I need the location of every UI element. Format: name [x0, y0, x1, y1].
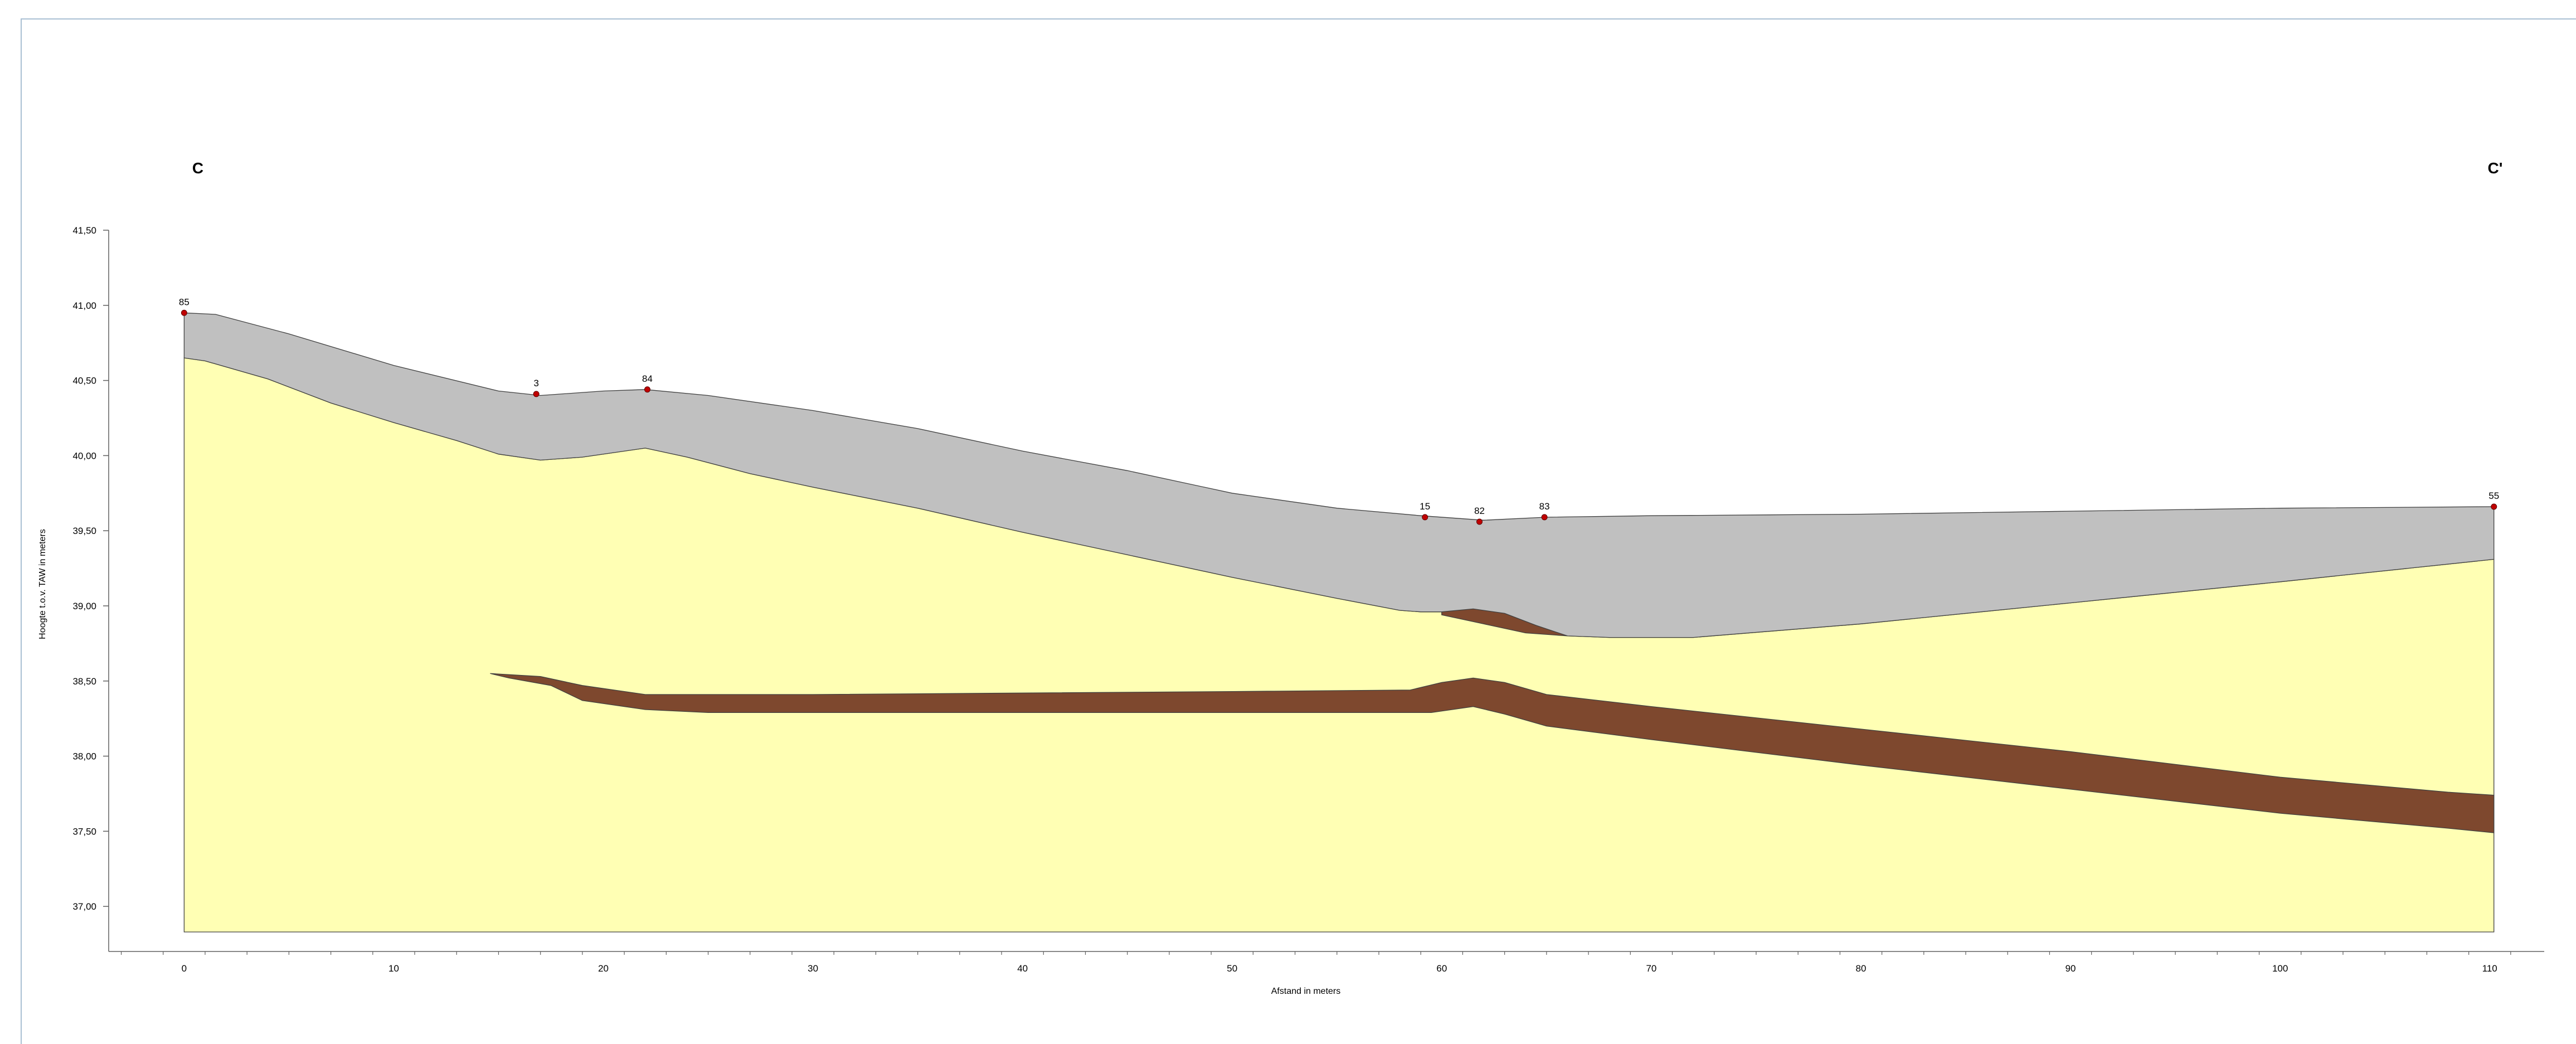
x-tick-label: 70 [1646, 963, 1656, 974]
layers-group [183, 312, 2495, 933]
borehole-label: 83 [1539, 501, 1550, 512]
x-tick-label: 10 [388, 963, 399, 974]
y-tick-label: 37,00 [72, 901, 96, 912]
y-ticks-group: 37,00 37,50 38,00 38,50 39,00 39,50 40,00 40,50… [72, 225, 109, 912]
borehole-marker [644, 386, 651, 393]
borehole-label: 84 [642, 373, 653, 384]
y-axis-title: Hoogte t.o.v. TAW in meters [38, 529, 47, 639]
x-tick-label: 60 [1436, 963, 1447, 974]
x-tick-label: 50 [1227, 963, 1237, 974]
x-ticks-group: 0 10 20 30 40 50 60 70 80 90 100 110 [120, 951, 2511, 974]
section-end-label: C' [2488, 159, 2503, 177]
y-tick-label: 39,50 [72, 526, 96, 536]
y-tick-label: 40,50 [72, 376, 96, 386]
borehole-label: 85 [179, 297, 189, 307]
y-tick-label: 39,00 [72, 601, 96, 611]
x-tick-label: 90 [2065, 963, 2076, 974]
y-tick-label: 41,00 [72, 300, 96, 311]
x-tick-label: 30 [808, 963, 818, 974]
x-tick-label: 100 [2272, 963, 2288, 974]
y-tick-label: 38,00 [72, 751, 96, 762]
borehole-marker [1541, 514, 1548, 521]
section-start-label: C [192, 159, 203, 177]
layer-clay-3 [490, 673, 2495, 833]
borehole-marker [181, 309, 187, 316]
borehole-label: 3 [533, 378, 538, 389]
borehole-marker [2491, 503, 2497, 510]
x-axis-title: Afstand in meters [1271, 987, 1341, 996]
y-tick-label: 40,00 [72, 450, 96, 461]
borehole-marker [1476, 518, 1483, 525]
boreholes-group: 85 3 84 15 82 83 55 [179, 297, 2499, 525]
x-tick-label: 110 [2482, 963, 2497, 974]
x-tick-label: 0 [182, 963, 187, 974]
borehole-label: 15 [1420, 501, 1430, 512]
borehole-label: 55 [2488, 491, 2499, 501]
y-tick-label: 37,50 [72, 826, 96, 837]
y-tick-label: 38,50 [72, 676, 96, 687]
layer-clay-2 [1441, 608, 1568, 637]
chart-frame [21, 18, 2576, 1044]
borehole-label: 82 [1474, 506, 1485, 516]
borehole-marker [1422, 514, 1428, 521]
x-tick-label: 80 [1856, 963, 1867, 974]
borehole-marker [533, 391, 539, 397]
x-tick-label: 20 [598, 963, 609, 974]
x-tick-label: 40 [1017, 963, 1028, 974]
layer-topsoil-1 [183, 312, 2495, 638]
y-tick-label: 41,50 [72, 225, 96, 236]
